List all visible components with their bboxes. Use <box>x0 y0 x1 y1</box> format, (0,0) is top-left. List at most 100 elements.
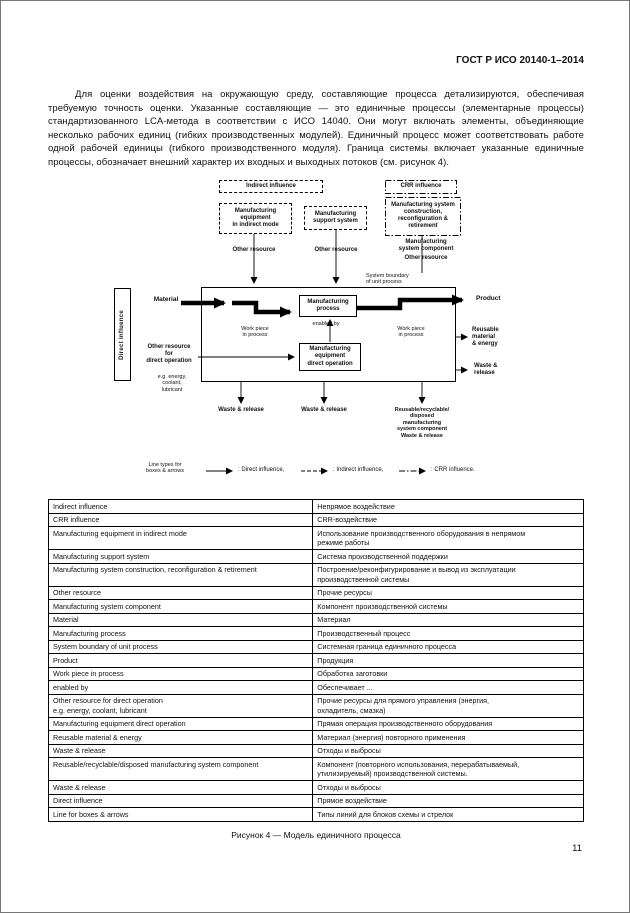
crr-dashdot-boxes <box>385 180 461 236</box>
work-piece-left-label: Work piece in process <box>241 326 269 339</box>
term-en: System boundary of unit process <box>47 639 314 654</box>
term-ru: Прямое воздействие <box>312 793 584 808</box>
indirect-influence-box: Indirect influence <box>219 180 323 193</box>
term-ru: Продукция <box>312 653 584 668</box>
term-ru: Прочие ресурсы <box>312 585 584 600</box>
unit-process-diagram: Indirect influence CRR influence Manufac… <box>48 177 584 493</box>
term-ru: Построение/реконфигурирование и вывод из… <box>312 562 584 587</box>
term-en: Material <box>47 612 314 627</box>
term-ru: Типы линий для блоков схемы и стрелок <box>312 807 584 822</box>
crr-influence-label: CRR influence <box>400 182 442 189</box>
material-flow-arrows <box>181 294 464 318</box>
term-en: Product <box>47 653 314 668</box>
term-en: Work piece in process <box>47 666 314 681</box>
other-resource-direct-label: Other resource for direct operation <box>146 344 192 365</box>
term-ru: Система производственной поддержки <box>312 549 584 564</box>
term-en: Waste & release <box>47 780 314 795</box>
term-ru: Обеспечивает ... <box>312 680 584 695</box>
term-ru: Компонент (повторного использования, пер… <box>312 757 584 781</box>
table-row: Reusable/recyclable/disposed manufacturi… <box>47 757 584 781</box>
term-en: Other resource for direct operation e.g.… <box>47 693 314 718</box>
term-en: CRR influence <box>47 512 314 527</box>
legend-title: Line types for boxes & arrows <box>146 462 184 475</box>
term-ru: Материал <box>312 612 584 627</box>
body-paragraph: Для оценки воздействия на окружающую сре… <box>48 89 584 168</box>
term-ru: Прямая операция производственного оборуд… <box>312 716 584 731</box>
term-ru: Материал (энергия) повторного применения <box>312 730 584 745</box>
term-ru: Прочие ресурсы для прямого управления (э… <box>312 693 584 718</box>
mfg-support-system-box: Manufacturing support system <box>304 206 367 230</box>
table-row: Manufacturing equipment in indirect mode… <box>47 526 584 550</box>
term-en: Other resource <box>47 585 314 600</box>
system-boundary-label: System boundary of unit process <box>366 273 450 286</box>
term-en: Manufacturing support system <box>47 549 314 564</box>
mfg-equipment-direct-label: Manufacturing equipment direct operation <box>307 346 353 367</box>
material-label: Material <box>153 296 179 303</box>
mfg-system-crr-label: Manufacturing system construction, recon… <box>391 201 455 230</box>
table-row: Manufacturing equipment direct operation… <box>47 716 584 731</box>
term-en: Manufacturing system component <box>47 599 314 614</box>
other-resource-label-3: Other resource <box>404 255 448 261</box>
other-resource-label-1: Other resource <box>232 247 276 253</box>
waste-release-bottom-label-2: Waste & release <box>301 407 347 413</box>
term-ru: Отходы и выбросы <box>312 780 584 795</box>
term-en: Manufacturing equipment direct operation <box>47 716 314 731</box>
term-en: Manufacturing equipment in indirect mode <box>47 526 314 550</box>
work-piece-right-label: Work piece in process <box>397 326 425 339</box>
term-en: Reusable/recyclable/disposed manufacturi… <box>47 757 314 781</box>
mfg-system-crr-box: Manufacturing system construction, recon… <box>386 197 460 235</box>
term-en: enabled by <box>47 680 314 695</box>
waste-release-right-label: Waste & release <box>474 363 498 377</box>
manufacturing-process-label: Manufacturing process <box>307 298 349 312</box>
table-row: Manufacturing system construction, recon… <box>47 562 584 587</box>
term-ru: Отходы и выбросы <box>312 743 584 758</box>
mfg-system-component-label: Manufacturing system component <box>398 239 454 253</box>
direct-influence-box: Direct influence <box>114 288 131 381</box>
term-ru: Обработка заготовки <box>312 666 584 681</box>
indirect-influence-label: Indirect influence <box>246 182 296 189</box>
legend-direct-influence: : Direct influence, <box>238 467 285 473</box>
manufacturing-process-box: Manufacturing process <box>299 295 357 317</box>
term-en: Manufacturing system construction, recon… <box>47 562 314 587</box>
waste-release-bottom-label-1: Waste & release <box>218 407 264 413</box>
term-ru: Системная граница единичного процесса <box>312 639 584 654</box>
other-resource-label-2: Other resource <box>314 247 358 253</box>
term-en: Indirect influence <box>47 499 314 514</box>
standard-number-header: ГОСТ Р ИСО 20140-1–2014 <box>456 55 584 66</box>
mfg-equipment-direct-box: Manufacturing equipment direct operation <box>299 343 361 371</box>
eg-energy-label: e.g. energy, coolant, lubricant <box>157 374 187 393</box>
page-number: 11 <box>572 843 582 854</box>
product-label: Product <box>476 295 501 302</box>
direct-influence-label: Direct influence <box>118 309 125 360</box>
reusable-recyclable-bottom-label: Reusable/recyclable/ disposed manufactur… <box>394 407 450 439</box>
diagram-arrows <box>181 180 468 475</box>
term-ru: Производственный процесс <box>312 626 584 641</box>
mfg-equipment-indirect-label: Manufacturing equipment in indirect mode <box>232 207 279 229</box>
term-en: Reusable material & energy <box>47 730 314 745</box>
term-ru: CRR-воздействие <box>312 512 584 527</box>
table-row: Other resource for direct operation e.g.… <box>47 693 584 718</box>
figure-caption: Рисунок 4 — Модель единичного процесса <box>231 829 401 840</box>
enabled-by-label: enabled by <box>312 321 340 327</box>
mfg-equipment-indirect-box: Manufacturing equipment in indirect mode <box>219 203 292 234</box>
term-en: Direct influence <box>47 793 314 808</box>
term-ru: Использование производственного оборудов… <box>312 526 584 550</box>
reusable-material-label: Reusable material & energy <box>472 327 499 348</box>
term-en: Manufacturing process <box>47 626 314 641</box>
